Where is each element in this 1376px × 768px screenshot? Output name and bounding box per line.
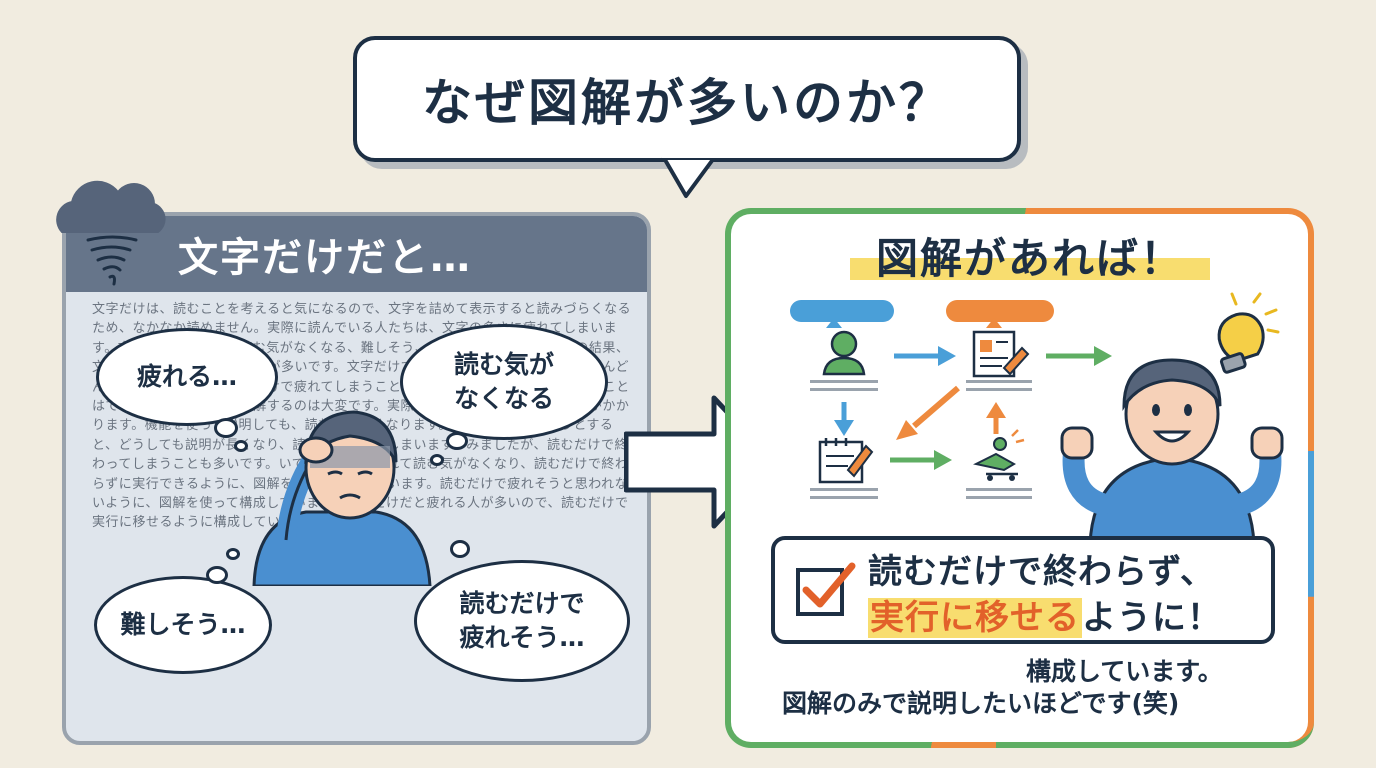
result-highlight: 実行に移せる (868, 598, 1082, 638)
thought-dot (206, 566, 228, 584)
caption-line-1: 構成しています。 (1026, 657, 1223, 686)
thought-text-line: 疲れそう… (459, 623, 585, 652)
thought-dot (214, 418, 238, 438)
thought-bubble-no-motivation: 読む気が なくなる (400, 324, 608, 440)
thought-bubble-difficult: 難しそう… (94, 576, 272, 674)
left-panel-header: 文字だけだと… (66, 216, 647, 292)
result-line-1: 読むだけで終わらず、 (868, 552, 1215, 592)
thought-dot (226, 548, 240, 560)
whirlwind-icon (86, 235, 138, 286)
result-suffix: ように！ (1082, 598, 1222, 638)
thought-text-difficult: 難しそう… (120, 610, 246, 640)
thought-text-line: なくなる (453, 384, 554, 413)
person-icon (822, 330, 866, 376)
right-panel-heading: 図解があれば！ (850, 228, 1210, 283)
thought-text-line: 読む気が (453, 350, 554, 380)
document-pen-icon (972, 330, 1030, 378)
flow-tab-orange (946, 300, 1054, 322)
thought-dot (430, 454, 444, 466)
checkbox-icon (796, 562, 856, 616)
thought-dot (446, 432, 468, 450)
result-line-2: 実行に移せるように！ (868, 590, 1222, 639)
happy-person-icon (1060, 358, 1284, 544)
right-heading-text: 図解があれば！ (875, 233, 1184, 283)
lightbulb-icon (1217, 292, 1280, 374)
page-title: なぜ図解が多いのか？ (422, 74, 952, 132)
thought-bubble-tiring-to-read: 読むだけで 疲れそう… (414, 560, 630, 682)
thought-bubble-tired: 疲れる… (96, 328, 278, 426)
flow-tab-blue (790, 300, 894, 322)
flow-diagram (810, 318, 1112, 499)
title-speech-bubble: なぜ図解が多いのか？ (353, 36, 1021, 162)
thought-text-line: 読むだけで (459, 589, 585, 619)
tired-person-icon (252, 410, 432, 586)
thought-dot (234, 440, 248, 452)
thought-dot (450, 540, 470, 558)
notepad-pen-icon (818, 438, 874, 484)
caption-line-2: 図解のみで説明したいほどです(笑) (782, 689, 1180, 718)
thought-text-tired: 疲れる… (136, 362, 237, 392)
cloud-icon (56, 180, 166, 233)
left-panel-heading: 文字だけだと… (178, 235, 472, 281)
runner-icon (973, 429, 1025, 481)
